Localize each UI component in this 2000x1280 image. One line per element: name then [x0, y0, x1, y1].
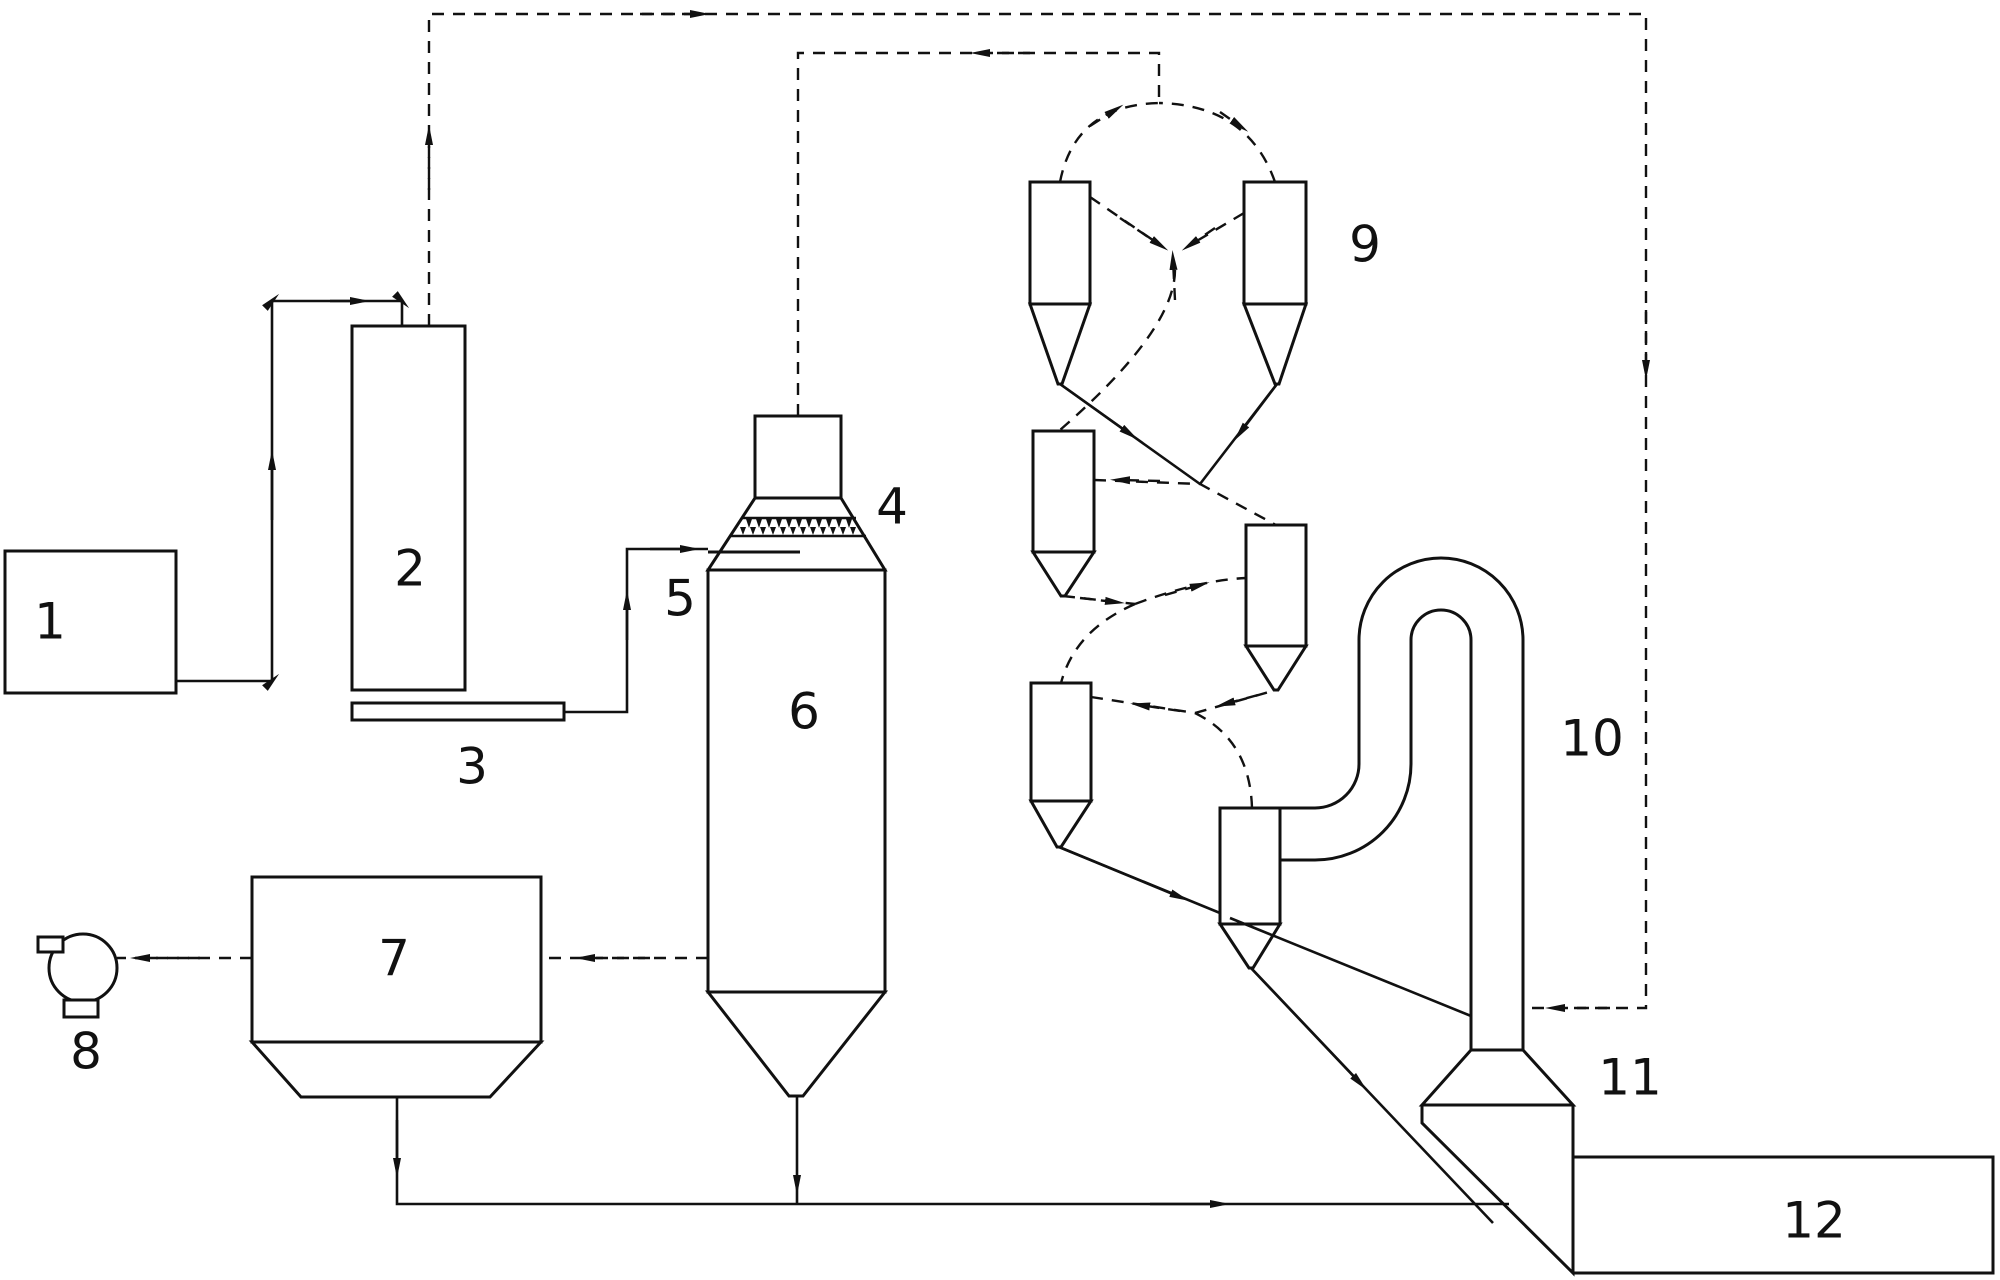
- label-11: 11: [1598, 1049, 1662, 1107]
- unit-12-kiln: [1573, 1155, 1995, 1275]
- unit-9-cyclones: [1027, 180, 1309, 970]
- unit-3-conveyor: [350, 701, 566, 722]
- label-1: 1: [34, 593, 66, 651]
- unit-1-box: [3, 549, 178, 695]
- label-10: 10: [1560, 710, 1624, 768]
- unit-10-riser: [1280, 556, 1525, 1010]
- unit-6-tower: [704, 414, 889, 1098]
- label-2: 2: [394, 540, 426, 598]
- unit-2-column: [350, 324, 467, 692]
- label-12: 12: [1782, 1192, 1846, 1250]
- label-4: 4: [876, 478, 908, 536]
- unit-11-chamber: [1418, 1010, 1577, 1277]
- label-7: 7: [378, 930, 410, 988]
- packing-layer: [740, 519, 856, 535]
- label-5: 5: [664, 570, 696, 628]
- label-6: 6: [788, 683, 820, 741]
- label-9: 9: [1349, 216, 1381, 274]
- label-8: 8: [70, 1023, 102, 1081]
- unit-8-fan: [36, 932, 119, 1019]
- solid-flow-lines: [176, 291, 1509, 1224]
- label-3: 3: [456, 738, 488, 796]
- gas-flow-lines: [117, 10, 1650, 1012]
- unit-7-filter: [248, 875, 545, 1099]
